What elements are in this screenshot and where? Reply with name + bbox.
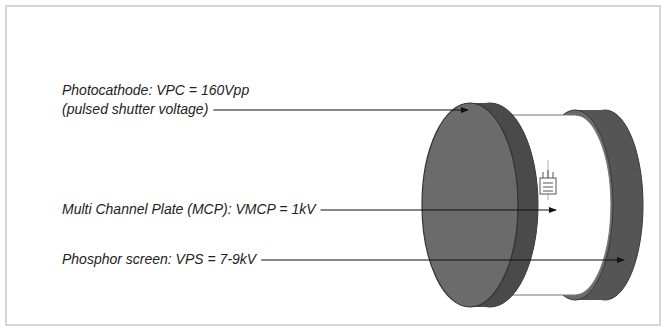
mcp-label: Multi Channel Plate (MCP): VMCP = 1kV xyxy=(62,200,482,219)
leader-arrow xyxy=(261,259,624,260)
leader-arrow xyxy=(321,209,556,210)
photocathode-label: Photocathode: VPC = 160Vpp (pulsed shutt… xyxy=(62,81,290,119)
mcp-connector-symbol xyxy=(540,170,556,194)
phosphor-screen-label: Phosphor screen: VPS = 7-9kV xyxy=(62,250,482,269)
frame xyxy=(6,6,660,325)
leader-arrow xyxy=(213,109,468,110)
photocathode-disc xyxy=(422,103,538,307)
